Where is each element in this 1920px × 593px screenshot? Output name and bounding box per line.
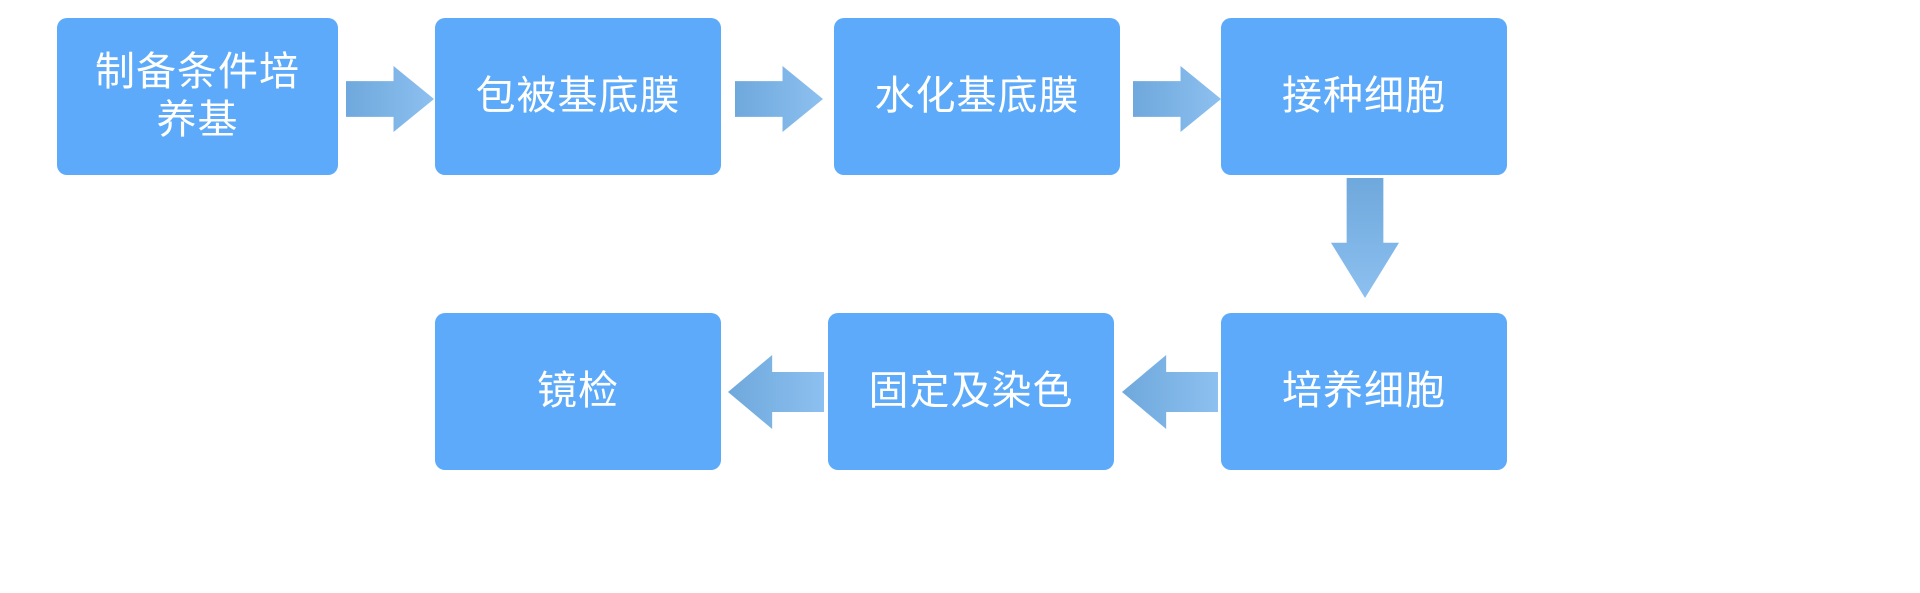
flow-arrow-left-n6-to-n7 (728, 355, 824, 429)
flow-node-label: 制备条件培 养基 (95, 50, 300, 142)
flow-node-n3[interactable]: 水化基底膜 (834, 18, 1120, 175)
flow-node-label: 固定及染色 (868, 368, 1074, 413)
flow-node-label: 接种细胞 (1282, 73, 1446, 118)
flow-node-n6[interactable]: 固定及染色 (828, 313, 1114, 470)
flow-arrow-left-n5-to-n6 (1122, 355, 1218, 429)
flow-arrow-down-n4-to-n5 (1331, 178, 1399, 298)
flow-node-label: 镜检 (537, 368, 619, 413)
flow-node-n2[interactable]: 包被基底膜 (435, 18, 721, 175)
flow-arrow-right-n3-to-n4 (1133, 66, 1221, 132)
flow-node-n5[interactable]: 培养细胞 (1221, 313, 1507, 470)
flow-arrow-right-n2-to-n3 (735, 66, 823, 132)
flow-node-label: 包被基底膜 (475, 73, 681, 118)
flow-node-n7[interactable]: 镜检 (435, 313, 721, 470)
flow-node-label: 培养细胞 (1282, 368, 1446, 413)
flow-node-label: 水化基底膜 (874, 73, 1080, 118)
flow-arrow-right-n1-to-n2 (346, 66, 434, 132)
flow-node-n1[interactable]: 制备条件培 养基 (57, 18, 338, 175)
flow-node-n4[interactable]: 接种细胞 (1221, 18, 1507, 175)
